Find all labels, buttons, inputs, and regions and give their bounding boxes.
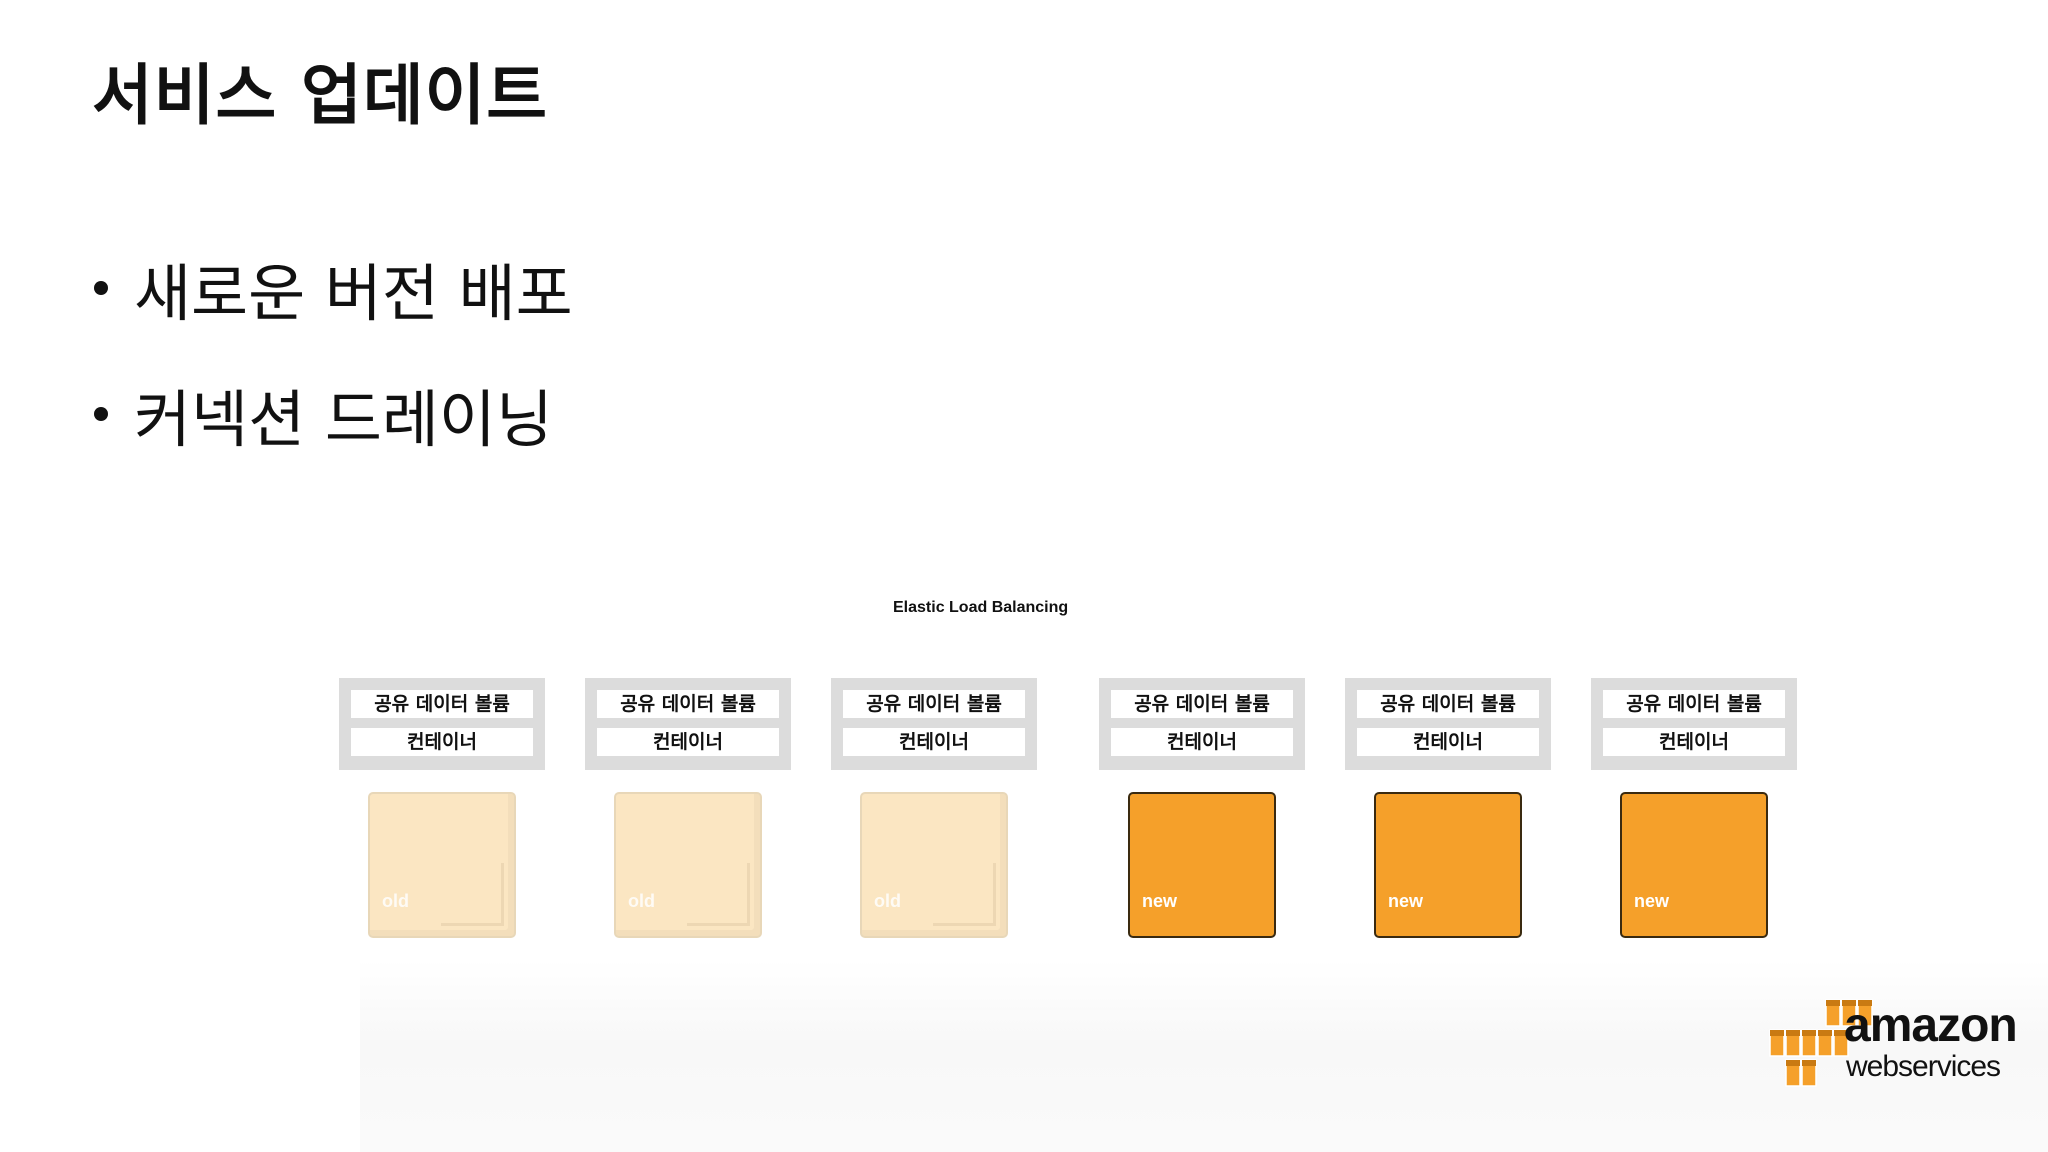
container-box-new: new bbox=[1128, 792, 1276, 938]
container-box-old: old bbox=[860, 792, 1008, 938]
container-label: 컨테이너 bbox=[1111, 728, 1293, 756]
version-tag: old bbox=[874, 891, 901, 911]
container-label: 컨테이너 bbox=[1357, 728, 1539, 756]
container-box-new: new bbox=[1620, 792, 1768, 938]
container-label: 컨테이너 bbox=[1603, 728, 1785, 756]
load-balancer-label: Elastic Load Balancing bbox=[893, 599, 1069, 616]
version-tag: old bbox=[628, 891, 655, 911]
task-frame: 공유 데이터 볼륨 컨테이너 bbox=[339, 678, 545, 770]
shared-volume-label: 공유 데이터 볼륨 bbox=[1603, 690, 1785, 718]
shared-volume-label: 공유 데이터 볼륨 bbox=[843, 690, 1025, 718]
slide-title: 서비스 업데이트 bbox=[92, 57, 549, 134]
aws-cubes-icon bbox=[1769, 999, 1873, 1087]
version-tag: new bbox=[1634, 891, 1670, 911]
task-frame: 공유 데이터 볼륨 컨테이너 bbox=[1099, 678, 1305, 770]
container-label: 컨테이너 bbox=[843, 728, 1025, 756]
container-label: 컨테이너 bbox=[351, 728, 533, 756]
container-box-old: old bbox=[368, 792, 516, 938]
bullet-list: 새로운 버전 배포 커넥션 드레이닝 bbox=[92, 248, 573, 500]
task-frame: 공유 데이터 볼륨 컨테이너 bbox=[585, 678, 791, 770]
bullet-text: 커넥션 드레이닝 bbox=[134, 383, 553, 456]
container-label: 컨테이너 bbox=[597, 728, 779, 756]
box-shading bbox=[933, 863, 996, 926]
bullet-dot-icon bbox=[94, 281, 108, 295]
bullet-text: 새로운 버전 배포 bbox=[134, 257, 573, 330]
aws-logo-webservices: webservices bbox=[1846, 1050, 2001, 1083]
bullet-dot-icon bbox=[94, 407, 108, 421]
bullet-item: 커넥션 드레이닝 bbox=[92, 374, 573, 456]
container-box-old: old bbox=[614, 792, 762, 938]
aws-logo: amazon webservices bbox=[1768, 998, 2028, 1094]
shared-volume-label: 공유 데이터 볼륨 bbox=[351, 690, 533, 718]
container-box-new: new bbox=[1374, 792, 1522, 938]
version-tag: new bbox=[1388, 891, 1424, 911]
shared-volume-label: 공유 데이터 볼륨 bbox=[1111, 690, 1293, 718]
version-tag: old bbox=[382, 891, 409, 911]
background-fade bbox=[360, 960, 2048, 1152]
shared-volume-label: 공유 데이터 볼륨 bbox=[1357, 690, 1539, 718]
task-frame: 공유 데이터 볼륨 컨테이너 bbox=[831, 678, 1037, 770]
version-tag: new bbox=[1142, 891, 1178, 911]
bullet-item: 새로운 버전 배포 bbox=[92, 248, 573, 330]
box-shading bbox=[687, 863, 750, 926]
shared-volume-label: 공유 데이터 볼륨 bbox=[597, 690, 779, 718]
aws-logo-amazon: amazon bbox=[1844, 999, 2018, 1052]
task-frame: 공유 데이터 볼륨 컨테이너 bbox=[1591, 678, 1797, 770]
box-shading bbox=[441, 863, 504, 926]
task-frame: 공유 데이터 볼륨 컨테이너 bbox=[1345, 678, 1551, 770]
